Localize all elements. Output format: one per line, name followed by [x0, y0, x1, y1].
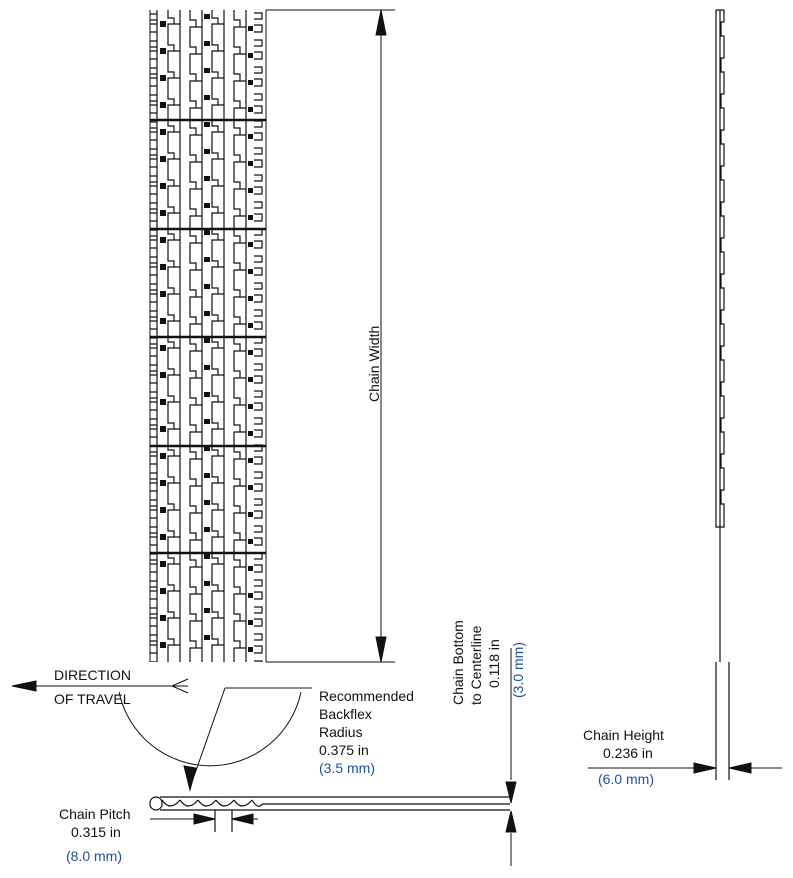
bottom-centerline-value-mm: (3.0 mm) [510, 642, 526, 698]
chain-side-view [715, 9, 730, 780]
chain-height-dimension [588, 762, 782, 774]
bottom-centerline-value-in: 0.118 in [486, 639, 502, 688]
chain-height-value-mm: (6.0 mm) [598, 771, 654, 787]
chain-height-value-in: 0.236 in [603, 745, 653, 761]
chain-pitch-dimension [150, 813, 258, 825]
backflex-label-line2: Backflex [319, 706, 372, 722]
bottom-centerline-label-line2: to Centerline [468, 625, 484, 705]
chain-pitch-label: Chain Pitch [59, 806, 131, 822]
bottom-to-centerline-dimension [505, 648, 517, 866]
chain-height-label: Chain Height [583, 727, 664, 743]
chain-pitch-value-mm: (8.0 mm) [66, 848, 122, 864]
direction-label-line2: OF TRAVEL [54, 691, 131, 707]
chain-top-view [149, 10, 267, 662]
chain-width-label: Chain Width [366, 325, 382, 402]
direction-of-travel-arrow [11, 678, 189, 694]
chain-pitch-value-in: 0.315 in [71, 824, 121, 840]
backflex-radius-arc [118, 687, 312, 792]
backflex-value-in: 0.375 in [319, 742, 369, 758]
bottom-centerline-label-line1: Chain Bottom [450, 620, 466, 705]
direction-label-line1: DIRECTION [54, 667, 131, 683]
backflex-label-line1: Recommended [319, 688, 414, 704]
backflex-label-line3: Radius [319, 724, 363, 740]
chain-pitch-side-view [149, 796, 510, 832]
chain-width-dimension [266, 9, 395, 663]
backflex-value-mm: (3.5 mm) [319, 760, 375, 776]
